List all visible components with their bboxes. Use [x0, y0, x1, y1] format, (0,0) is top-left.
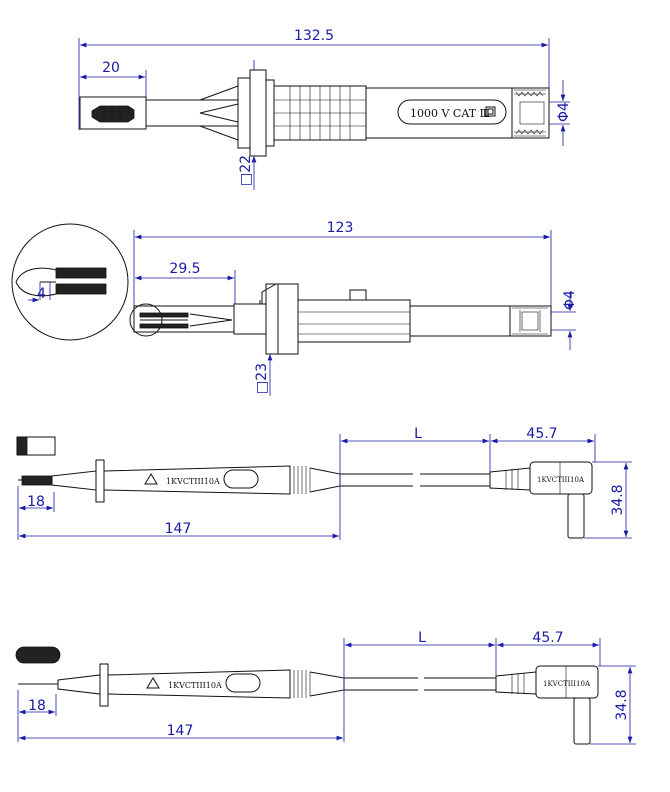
- dim-side-guard: □23: [254, 354, 273, 396]
- lead-a-tip-text: 18: [27, 494, 45, 510]
- shrouded-tip-cap: [15, 646, 61, 664]
- view-lead-b: 1KVCTIII10A 1KVCTIII10A 18 147 L 45.7: [15, 630, 636, 745]
- handle-marking: 1000 V CAT Ⅲ: [410, 107, 490, 120]
- lead-b-plug-height-text: 34.8: [614, 689, 630, 720]
- lead-a-marking: 1KVCTIII10A: [166, 477, 220, 486]
- view-side-probe: 4 123 29.5: [11, 220, 578, 396]
- dim-side-diameter-text: Φ4: [562, 290, 578, 310]
- dim-tip-length: 20: [80, 60, 147, 100]
- double-insulation-square-icon: [485, 106, 496, 117]
- socket-end: [511, 87, 550, 139]
- lead-b-probe-text: 147: [167, 723, 194, 739]
- warning-triangle-icon: [144, 473, 158, 485]
- dim-side-overall-text: 123: [327, 220, 354, 236]
- lead-a-plug-marking: 1KVCTIII10A: [537, 476, 585, 484]
- dim-overall-length: 132.5: [78, 28, 550, 130]
- dim-tip-length-text: 20: [102, 60, 120, 76]
- view-top-probe: 132.5 20: [78, 28, 572, 190]
- dim-diameter-text: Φ4: [556, 102, 572, 122]
- lead-a-plug-height-text: 34.8: [610, 484, 626, 515]
- lead-a-dims: 18 147 L 45.7 34.8: [17, 426, 632, 540]
- dim-guard-size: □22: [238, 60, 257, 190]
- side-body: [233, 283, 552, 355]
- lead-b-plug-marking: 1KVCTIII10A: [543, 680, 591, 688]
- dim-overall-length-text: 132.5: [294, 28, 334, 44]
- detail-dim-text: 4: [37, 286, 46, 302]
- lead-b-dims: 18 147 L 45.7 34.8: [17, 630, 636, 745]
- dim-side-tip-text: 29.5: [169, 261, 200, 277]
- ribbed-grip: [273, 85, 367, 141]
- dim-side-guard-text: □23: [254, 363, 270, 394]
- dim-guard-size-text: □22: [238, 155, 254, 186]
- lead-a-probe-text: 147: [165, 521, 192, 537]
- lead-a-cable-text: L: [414, 426, 422, 442]
- dim-side-overall: 123: [133, 220, 552, 318]
- dim-diameter: Φ4: [549, 80, 572, 146]
- lead-a-plug-length-text: 45.7: [526, 426, 557, 442]
- view-lead-a: 1KVCTIII10A 1KVCTIII10A 18 147 L 45.7: [16, 426, 632, 540]
- lead-b-plug-length-text: 45.7: [532, 630, 563, 646]
- handle-body: 1000 V CAT Ⅲ: [365, 87, 513, 139]
- lead-b-marking: 1KVCTIII10A: [168, 681, 222, 690]
- lead-b-cable-text: L: [418, 630, 426, 646]
- dim-side-diameter: Φ4: [551, 290, 578, 350]
- detail-circle: 4: [11, 223, 129, 341]
- lead-b-tip-text: 18: [28, 698, 46, 714]
- dim-side-tip: 29.5: [135, 261, 236, 306]
- finger-guard: [199, 69, 275, 157]
- probe-tip: [79, 96, 238, 130]
- side-tip: [129, 303, 235, 337]
